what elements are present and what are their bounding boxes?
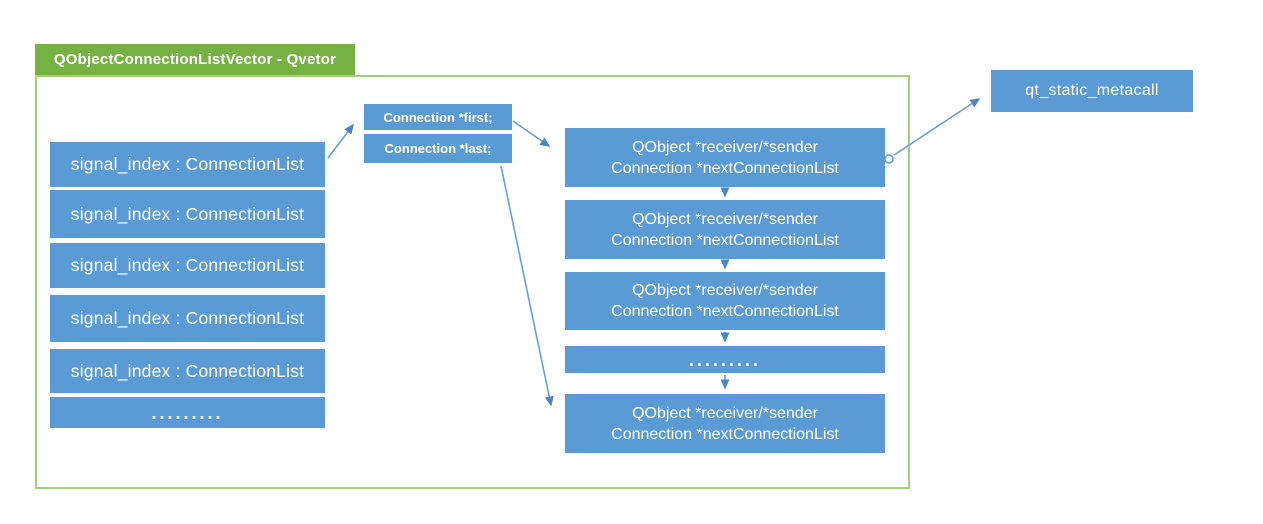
container-tab: QObjectConnectionListVector - Qvetor xyxy=(35,44,355,75)
connection-node-box: QObject *receiver/*sender Connection *ne… xyxy=(565,394,885,453)
connection-node-box: QObject *receiver/*sender Connection *ne… xyxy=(565,200,885,259)
connection-node-line1: QObject *receiver/*sender xyxy=(632,138,818,156)
connection-list-box: signal_index : ConnectionList xyxy=(50,295,325,342)
connection-node-box: QObject *receiver/*sender Connection *ne… xyxy=(565,272,885,330)
connection-last-box: Connection *last; xyxy=(364,134,512,163)
connection-last-label: Connection *last; xyxy=(384,141,492,156)
ellipsis-label: ......... xyxy=(151,402,224,423)
connection-list-box: signal_index : ConnectionList xyxy=(50,142,325,187)
ellipsis-label: ......... xyxy=(688,349,761,370)
connection-list-box: signal_index : ConnectionList xyxy=(50,349,325,393)
connection-first-label: Connection *first; xyxy=(383,109,493,125)
connection-node-line2: Connection *nextConnectionList xyxy=(611,425,839,443)
container-tab-label: QObjectConnectionListVector - Qvetor xyxy=(53,51,337,68)
connection-list-label: signal_index : ConnectionList xyxy=(70,308,305,328)
connection-list-label: signal_index : ConnectionList xyxy=(70,154,305,174)
connection-list-label: signal_index : ConnectionList xyxy=(70,203,305,224)
connection-node-line1: QObject *receiver/*sender xyxy=(632,210,818,228)
connection-node-box: QObject *receiver/*sender Connection *ne… xyxy=(565,128,885,187)
connection-list-ellipsis-box: ......... xyxy=(50,397,325,428)
connection-node-line2: Connection *nextConnectionList xyxy=(611,159,839,177)
connection-node-line1: QObject *receiver/*sender xyxy=(632,282,818,299)
connection-node-line2: Connection *nextConnectionList xyxy=(611,303,839,320)
connection-list-box: signal_index : ConnectionList xyxy=(50,243,325,288)
connection-node-line2: Connection *nextConnectionList xyxy=(611,231,839,249)
qt-static-metacall-box: qt_static_metacall xyxy=(991,70,1193,112)
connection-node-line1: QObject *receiver/*sender xyxy=(632,404,818,422)
connection-first-box: Connection *first; xyxy=(364,104,512,130)
connection-list-label: signal_index : ConnectionList xyxy=(70,360,305,381)
connection-chain-ellipsis-box: ......... xyxy=(565,346,885,373)
connection-list-label: signal_index : ConnectionList xyxy=(70,255,305,275)
qt-static-metacall-label: qt_static_metacall xyxy=(1025,82,1159,99)
connection-list-box: signal_index : ConnectionList xyxy=(50,190,325,238)
